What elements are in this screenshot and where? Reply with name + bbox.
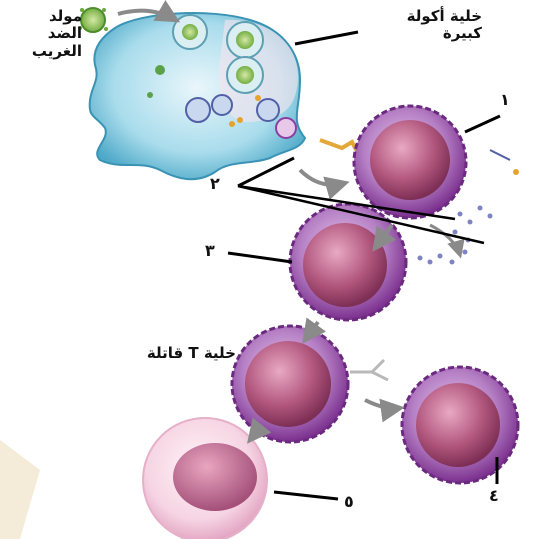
vesicle — [257, 99, 279, 121]
foreign-antigen-label: مولد الضد الغريب — [0, 8, 82, 60]
vesicle — [276, 118, 296, 138]
antigen-label-line: الضد — [0, 25, 82, 42]
helper-t-cell — [354, 106, 466, 218]
organelle — [147, 92, 153, 98]
killer-t-cell-label: خلية T قاتلة — [118, 345, 236, 362]
vesicle — [186, 98, 210, 122]
macrophage-label-line: كبيرة — [360, 25, 482, 42]
killer-t-cell — [232, 326, 348, 442]
antigen-label-line: الغريب — [0, 43, 82, 60]
antigen-fragment — [229, 121, 235, 127]
label-number-1: ١ — [500, 90, 510, 109]
vesicle — [227, 22, 263, 58]
leader-line — [228, 253, 292, 262]
foreign-antigen-germ — [78, 8, 108, 32]
antigen-label-line: مولد — [0, 8, 82, 25]
leader-line — [295, 32, 358, 44]
pale-cell — [143, 418, 267, 539]
background-shape — [0, 440, 40, 539]
antibody-receptor — [350, 360, 388, 380]
label-number-4: ٤ — [489, 486, 499, 505]
leader-line — [274, 492, 338, 499]
macrophage-label-line: خلية أكولة — [360, 8, 482, 25]
label-number-3: ٣ — [205, 241, 215, 260]
antigen-fragment — [513, 169, 519, 175]
label-number-2: ٢ — [210, 174, 220, 193]
memory-t-cell — [402, 367, 518, 483]
arrow — [300, 170, 345, 185]
vesicle — [212, 95, 232, 115]
receptor — [490, 150, 510, 160]
vesicle — [173, 15, 207, 49]
vesicle — [227, 57, 263, 93]
antigen-fragment — [237, 117, 243, 123]
arrow — [430, 225, 460, 255]
label-number-5: ٥ — [344, 492, 354, 511]
leader-line — [465, 116, 500, 132]
macrophage-label: خلية أكولة كبيرة — [360, 8, 482, 43]
arrow — [365, 400, 400, 408]
organelle — [155, 65, 165, 75]
antigen-fragment — [255, 95, 261, 101]
receptor — [320, 140, 356, 150]
